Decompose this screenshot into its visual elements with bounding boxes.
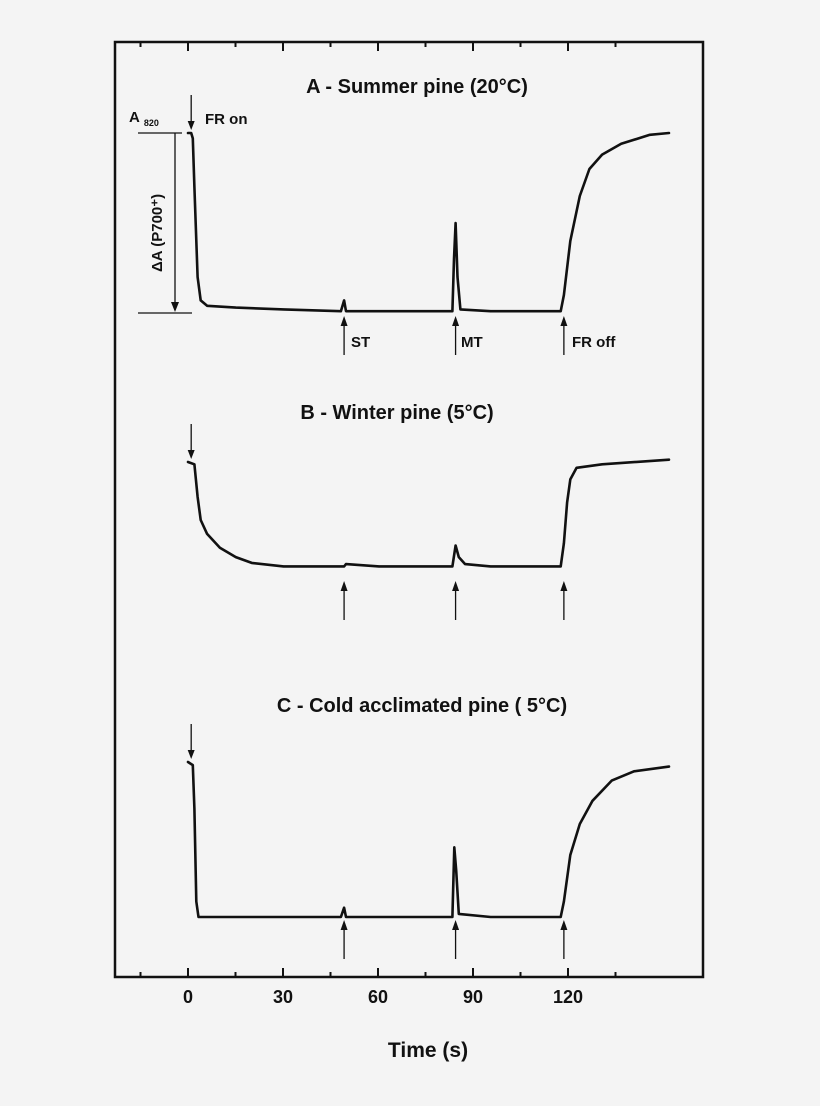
up-arrow-icon (452, 581, 460, 620)
delta-a-label: ΔA (P700⁺) (149, 194, 166, 272)
axis-ticks (139, 42, 617, 977)
up-arrow-icon (452, 920, 460, 959)
trace-panel-b (186, 458, 671, 568)
up-arrow-icon (340, 581, 348, 620)
plot-frame (113, 40, 705, 979)
x-tick-90: 90 (463, 987, 483, 1007)
fr-on-label: FR on (205, 111, 248, 128)
x-tick-0: 0 (183, 987, 193, 1007)
traces (186, 131, 671, 919)
up-arrow-icon (560, 316, 568, 355)
down-arrow-icon (187, 424, 195, 459)
down-arrow-icon (187, 95, 195, 130)
x-tick-120: 120 (553, 987, 583, 1007)
up-arrow-icon (560, 581, 568, 620)
up-arrow-icon (560, 920, 568, 959)
up-arrow-icon (452, 316, 460, 355)
st-label: ST (351, 334, 370, 351)
down-arrow-icon (187, 724, 195, 759)
delta-a-scale-bar (138, 132, 192, 314)
trace-panel-a (186, 131, 671, 313)
fr-off-label: FR off (572, 334, 616, 351)
trace-panel-c (186, 760, 671, 919)
panel-b-title: B - Winter pine (5°C) (300, 402, 493, 424)
up-arrow-icon (340, 920, 348, 959)
event-arrows (187, 95, 568, 959)
panel-c-title: C - Cold acclimated pine ( 5°C) (277, 695, 567, 717)
x-tick-60: 60 (368, 987, 388, 1007)
x-tick-30: 30 (273, 987, 293, 1007)
up-arrow-icon (340, 316, 348, 355)
panel-a-title: A - Summer pine (20°C) (306, 76, 528, 98)
x-axis-label: Time (s) (388, 1039, 468, 1062)
mt-label: MT (461, 334, 483, 351)
